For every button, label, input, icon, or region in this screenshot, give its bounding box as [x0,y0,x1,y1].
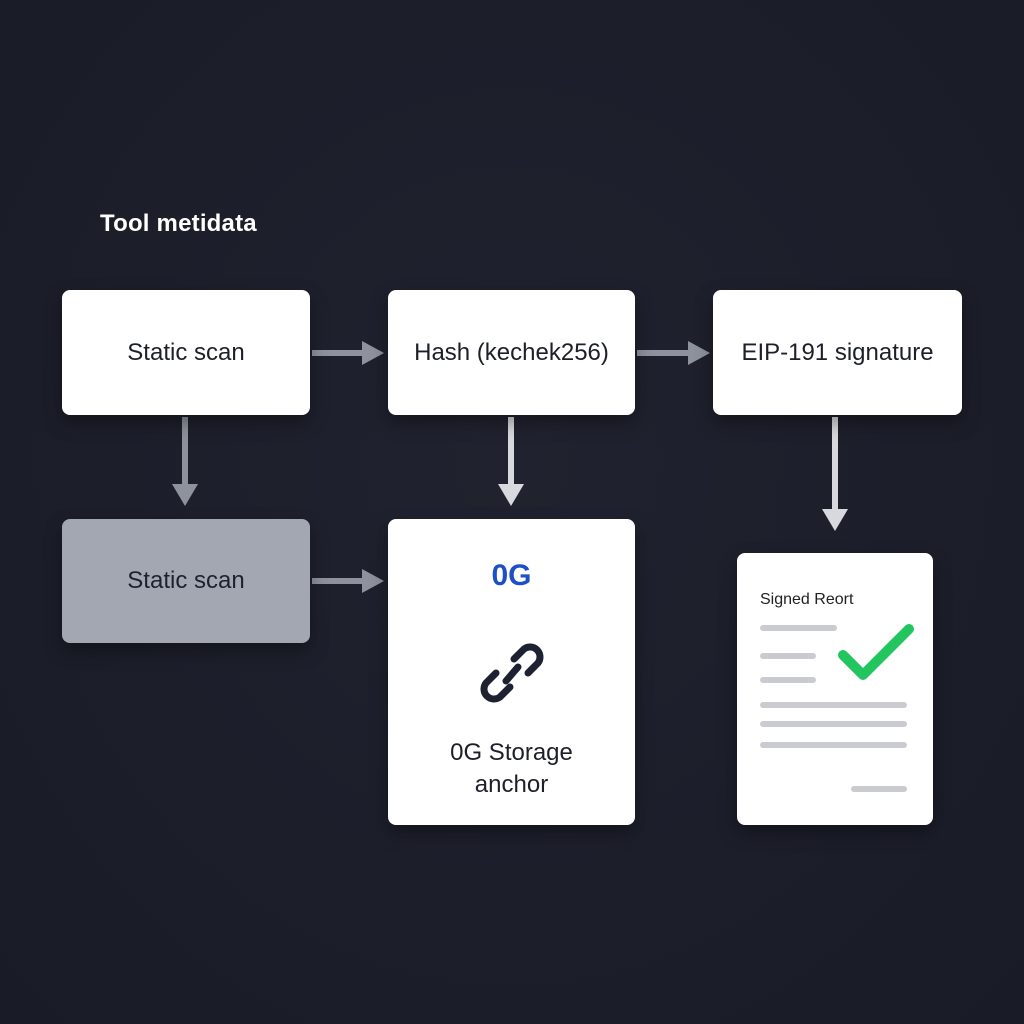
report-text-line [760,677,816,683]
report-text-line [851,786,907,792]
report-text-line [760,742,907,748]
static-scan-secondary-node: Static scan [62,519,310,643]
report-text-line [760,625,837,631]
hash-label: Hash (kechek256) [414,338,609,366]
static-scan-label: Static scan [127,338,245,366]
storage-anchor-node: 0G 0G Storage anchor [388,519,635,825]
static-scan-secondary-label: Static scan [127,567,245,594]
og-logo: 0G [491,559,532,592]
report-title: Signed Reort [760,591,854,608]
hash-node: Hash (kechek256) [388,290,635,415]
storage-anchor-label-line1: 0G Storage [450,739,573,766]
link-icon [480,643,544,703]
report-text-line [760,721,907,727]
signed-report-card: Signed Reort [737,553,933,825]
storage-anchor-label: 0G Storage anchor [388,737,635,801]
static-scan-node: Static scan [62,290,310,415]
storage-anchor-label-line2: anchor [474,771,549,798]
report-text-line [760,653,816,659]
report-text-line [760,702,907,708]
signature-node: EIP-191 signature [713,290,962,415]
diagram-title: Tool metidata [100,210,257,237]
check-icon [838,624,914,680]
signature-label: EIP-191 signature [741,338,934,366]
